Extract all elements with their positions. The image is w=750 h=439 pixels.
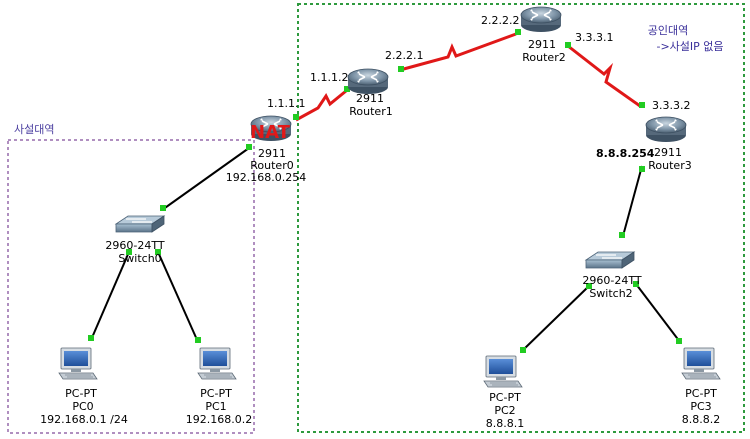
switch0-model: 2960-24TT — [105, 239, 164, 252]
switch0[interactable] — [115, 215, 165, 233]
pc-icon — [58, 347, 98, 380]
router0-ip: 192.168.0.254 — [226, 171, 306, 184]
router0-model: 2911 — [258, 147, 286, 160]
pc1-type: PC-PT — [200, 387, 232, 400]
ethernet-link-r3-sw2[interactable] — [622, 165, 643, 237]
serial-link-r2-r3[interactable] — [567, 44, 641, 108]
pc2[interactable] — [483, 355, 523, 388]
private-zone-border — [7, 139, 255, 434]
pc3-name: PC3 — [690, 400, 711, 413]
ethernet-link-sw0-pc0[interactable] — [90, 251, 130, 341]
router2-name: Router2 — [522, 51, 565, 64]
ip-r3-lan: 8.8.8.254 — [596, 147, 655, 160]
pc-icon — [197, 347, 237, 380]
ip-r3-to-r2: 3.3.3.2 — [652, 99, 690, 112]
router3-model: 2911 — [654, 146, 682, 159]
ip-r0-to-r1: 1.1.1.1 — [267, 97, 305, 110]
serial-link-r0-r1[interactable] — [295, 89, 347, 122]
pc2-name: PC2 — [494, 404, 515, 417]
ethernet-link-sw2-pc2[interactable] — [522, 285, 590, 351]
router-icon — [520, 6, 562, 33]
pc2-ip: 8.8.8.1 — [486, 417, 524, 430]
router1-name: Router1 — [349, 105, 392, 118]
private-zone-label: 사설대역 — [14, 123, 54, 136]
pc2-type: PC-PT — [489, 391, 521, 404]
ip-r1-to-r2: 2.2.2.1 — [385, 49, 423, 62]
switch2-name: Switch2 — [589, 287, 632, 300]
ethernet-link-sw2-pc3[interactable] — [635, 283, 681, 343]
pc1-name: PC1 — [205, 400, 226, 413]
router1[interactable] — [347, 68, 389, 95]
ip-r1-to-r0: 1.1.1.2 — [310, 71, 348, 84]
pc3-ip: 8.8.8.2 — [682, 413, 720, 426]
router1-model: 2911 — [356, 92, 384, 105]
ethernet-link-r0-sw0[interactable] — [161, 147, 250, 211]
router2-model: 2911 — [528, 38, 556, 51]
switch-icon — [585, 251, 635, 269]
public-zone-border — [297, 3, 745, 433]
public-zone-label-line2: ->사설IP 없음 — [656, 40, 723, 53]
pc0-name: PC0 — [72, 400, 93, 413]
pc1[interactable] — [197, 347, 237, 380]
pc3[interactable] — [681, 347, 721, 380]
pc0-ip: 192.168.0.1 /24 — [40, 413, 128, 426]
link-status-dots — [88, 29, 682, 353]
pc1-ip: 192.168.0.2 — [186, 413, 252, 426]
ip-r2-to-r1: 2.2.2.2 — [481, 14, 519, 27]
switch2[interactable] — [585, 251, 635, 269]
switch-icon — [115, 215, 165, 233]
ip-r2-to-r3: 3.3.3.1 — [575, 31, 613, 44]
switch0-name: Switch0 — [118, 252, 161, 265]
router0-name: Router0 — [250, 159, 293, 172]
pc0-type: PC-PT — [65, 387, 97, 400]
pc-icon — [681, 347, 721, 380]
router3[interactable] — [645, 116, 687, 143]
router-icon — [645, 116, 687, 143]
router-icon — [347, 68, 389, 95]
public-zone-label-line1: 공인대역 — [648, 24, 688, 37]
nat-label: NAT — [250, 122, 291, 143]
serial-link-r1-r2[interactable] — [399, 32, 517, 72]
router2[interactable] — [520, 6, 562, 33]
router3-name: Router3 — [648, 159, 691, 172]
switch2-model: 2960-24TT — [582, 274, 641, 287]
pc0[interactable] — [58, 347, 98, 380]
pc3-type: PC-PT — [685, 387, 717, 400]
ethernet-link-sw0-pc1[interactable] — [157, 251, 199, 343]
pc-icon — [483, 355, 523, 388]
